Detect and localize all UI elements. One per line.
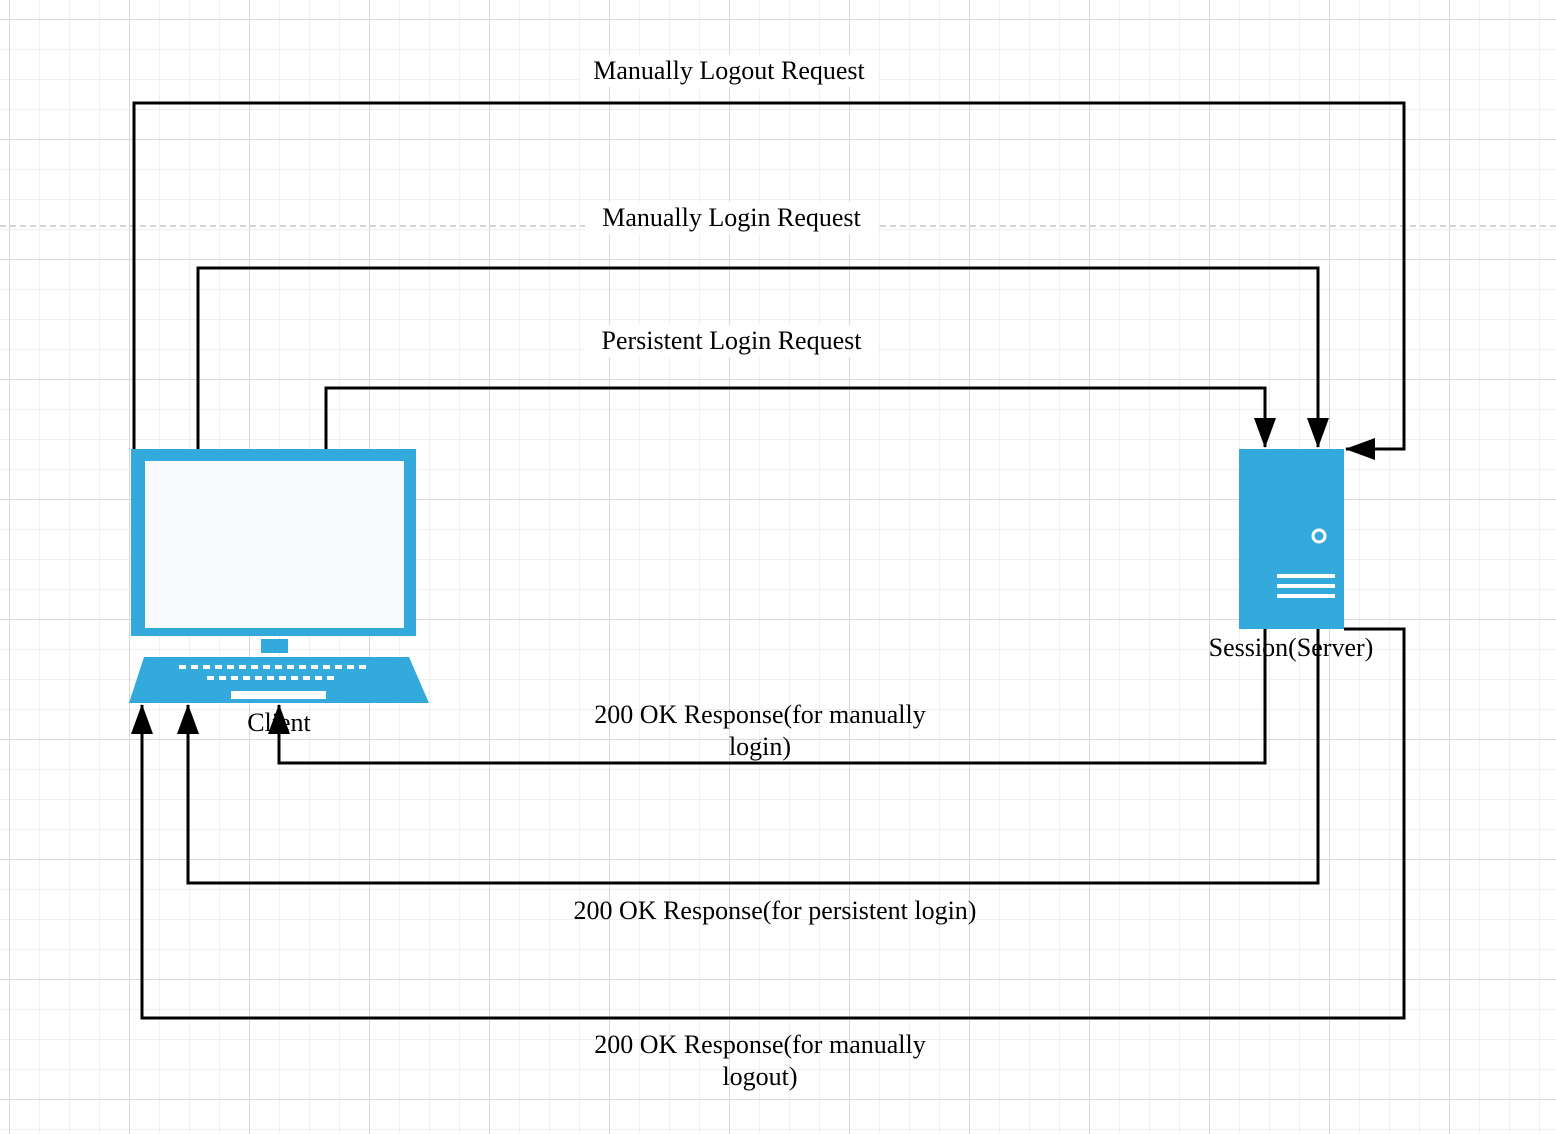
server-icon[interactable]: [1239, 449, 1344, 629]
server-label: Session(Server): [1208, 633, 1374, 662]
edge-label-login-response: 200 OK Response(for manually login): [594, 700, 926, 761]
edge-label-logout-response: 200 OK Response(for manually logout): [594, 1030, 926, 1091]
edge-persistent-response[interactable]: [177, 629, 1320, 885]
edge-logout-response[interactable]: [131, 627, 1406, 1020]
laptop-icon[interactable]: [129, 449, 429, 703]
edge-persistent-request[interactable]: [324, 386, 1276, 449]
edge-login-response[interactable]: [268, 629, 1267, 765]
edge-label-login-request: Manually Login Request: [585, 202, 878, 234]
edge-logout-request[interactable]: [132, 101, 1406, 460]
edge-label-logout-request: Manually Logout Request: [580, 55, 878, 87]
edge-label-persistent-request: Persistent Login Request: [585, 325, 878, 357]
edge-login-request[interactable]: [196, 266, 1329, 449]
client-label: Client: [247, 708, 311, 737]
edge-label-persistent-response: 200 OK Response(for persistent login): [573, 896, 977, 925]
